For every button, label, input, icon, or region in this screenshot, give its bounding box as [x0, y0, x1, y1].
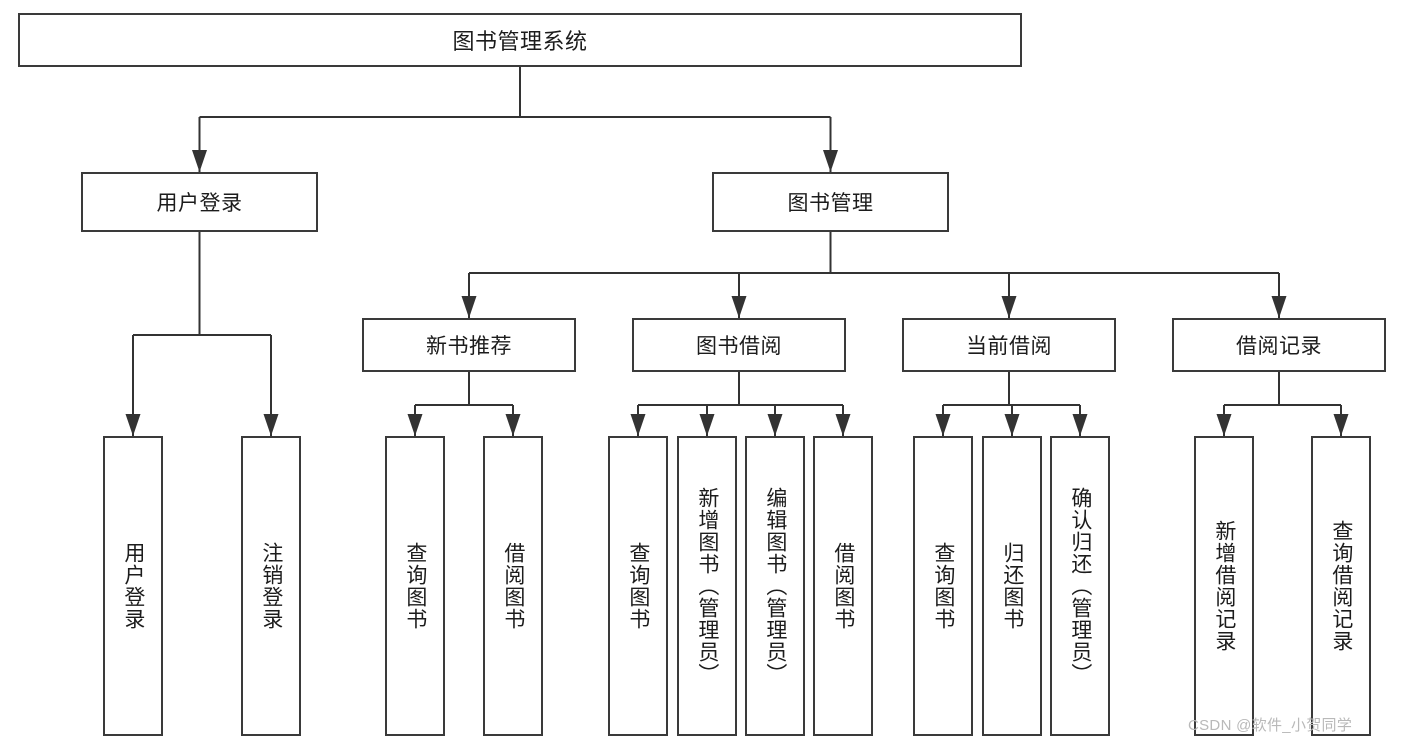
node-leaf-query-borrow-record[interactable]: 查询借阅记录: [1311, 436, 1371, 736]
node-book-manage[interactable]: 图书管理: [712, 172, 949, 232]
node-label: 归还图书: [1000, 542, 1024, 630]
node-label: 确认归还（管理员）: [1068, 487, 1092, 685]
node-label: 注销登录: [259, 542, 283, 630]
node-label: 查询借阅记录: [1329, 520, 1353, 652]
node-label: 新增借阅记录: [1212, 520, 1236, 652]
node-current-borrow[interactable]: 当前借阅: [902, 318, 1116, 372]
node-label: 图书管理系统: [452, 29, 588, 54]
node-label: 查询图书: [403, 542, 427, 630]
node-leaf-query-book-2[interactable]: 查询图书: [608, 436, 668, 736]
node-leaf-query-book-1[interactable]: 查询图书: [385, 436, 445, 736]
node-label: 新增图书（管理员）: [695, 487, 719, 685]
node-leaf-borrow-book-2[interactable]: 借阅图书: [813, 436, 873, 736]
node-leaf-add-borrow-record[interactable]: 新增借阅记录: [1194, 436, 1254, 736]
node-leaf-edit-book[interactable]: 编辑图书（管理员）: [745, 436, 805, 736]
node-label: 图书借阅: [696, 335, 782, 358]
node-leaf-borrow-book-1[interactable]: 借阅图书: [483, 436, 543, 736]
node-label: 借阅图书: [831, 542, 855, 630]
node-leaf-query-book-3[interactable]: 查询图书: [913, 436, 973, 736]
node-leaf-return-book[interactable]: 归还图书: [982, 436, 1042, 736]
watermark-text: CSDN @软件_小贺同学: [1188, 717, 1353, 734]
node-leaf-confirm-return[interactable]: 确认归还（管理员）: [1050, 436, 1110, 736]
node-leaf-add-book[interactable]: 新增图书（管理员）: [677, 436, 737, 736]
node-label: 图书管理: [787, 192, 874, 215]
node-label: 当前借阅: [966, 335, 1052, 358]
node-label: 编辑图书（管理员）: [763, 487, 787, 685]
node-label: 借阅图书: [501, 542, 525, 630]
node-new-book-recommend[interactable]: 新书推荐: [362, 318, 576, 372]
node-borrow-record[interactable]: 借阅记录: [1172, 318, 1386, 372]
node-leaf-logout[interactable]: 注销登录: [241, 436, 301, 736]
node-label: 借阅记录: [1236, 335, 1322, 358]
node-label: 查询图书: [626, 542, 650, 630]
node-label: 用户登录: [156, 192, 243, 215]
node-user-login[interactable]: 用户登录: [81, 172, 318, 232]
node-label: 新书推荐: [426, 335, 512, 358]
node-label: 用户登录: [121, 542, 145, 630]
node-label: 查询图书: [931, 542, 955, 630]
node-leaf-user-login[interactable]: 用户登录: [103, 436, 163, 736]
node-book-borrow[interactable]: 图书借阅: [632, 318, 846, 372]
node-root-system[interactable]: 图书管理系统: [18, 13, 1022, 67]
